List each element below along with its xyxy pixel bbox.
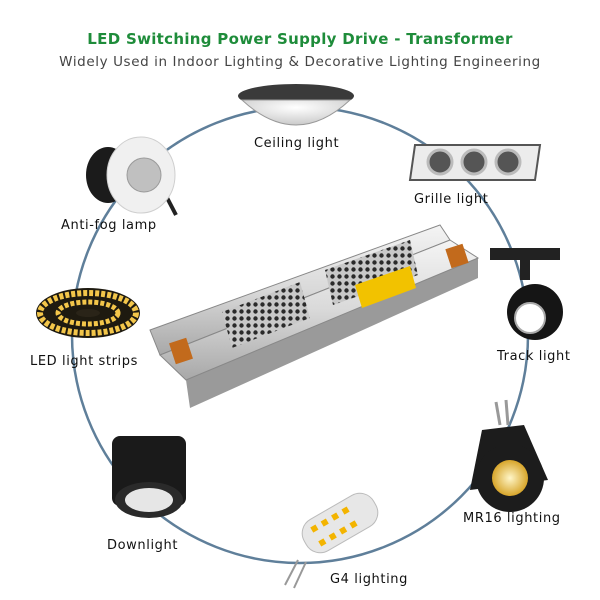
led-strip-image (36, 288, 140, 338)
label-led-light-strips: LED light strips (30, 354, 138, 369)
track-light-image (490, 248, 563, 340)
label-ceiling-light: Ceiling light (254, 136, 340, 151)
downlight-image (112, 436, 186, 518)
page-subtitle: Widely Used in Indoor Lighting & Decorat… (59, 54, 541, 70)
grille-light-image (408, 144, 542, 181)
label-grille-light: Grille light (414, 192, 489, 207)
label-track-light: Track light (497, 349, 571, 364)
label-anti-fog-lamp: Anti-fog lamp (61, 218, 157, 233)
ceiling-light-image (238, 84, 354, 126)
page-title: LED Switching Power Supply Drive - Trans… (87, 30, 513, 48)
power-supply-unit (149, 224, 480, 408)
anti-fog-lamp-image (86, 136, 178, 216)
mr16-bulb-image (470, 399, 548, 512)
label-downlight: Downlight (107, 538, 179, 553)
g4-bulb-image (284, 492, 379, 589)
label-g4-lighting: G4 lighting (330, 572, 408, 587)
label-mr16-lighting: MR16 lighting (463, 511, 561, 526)
